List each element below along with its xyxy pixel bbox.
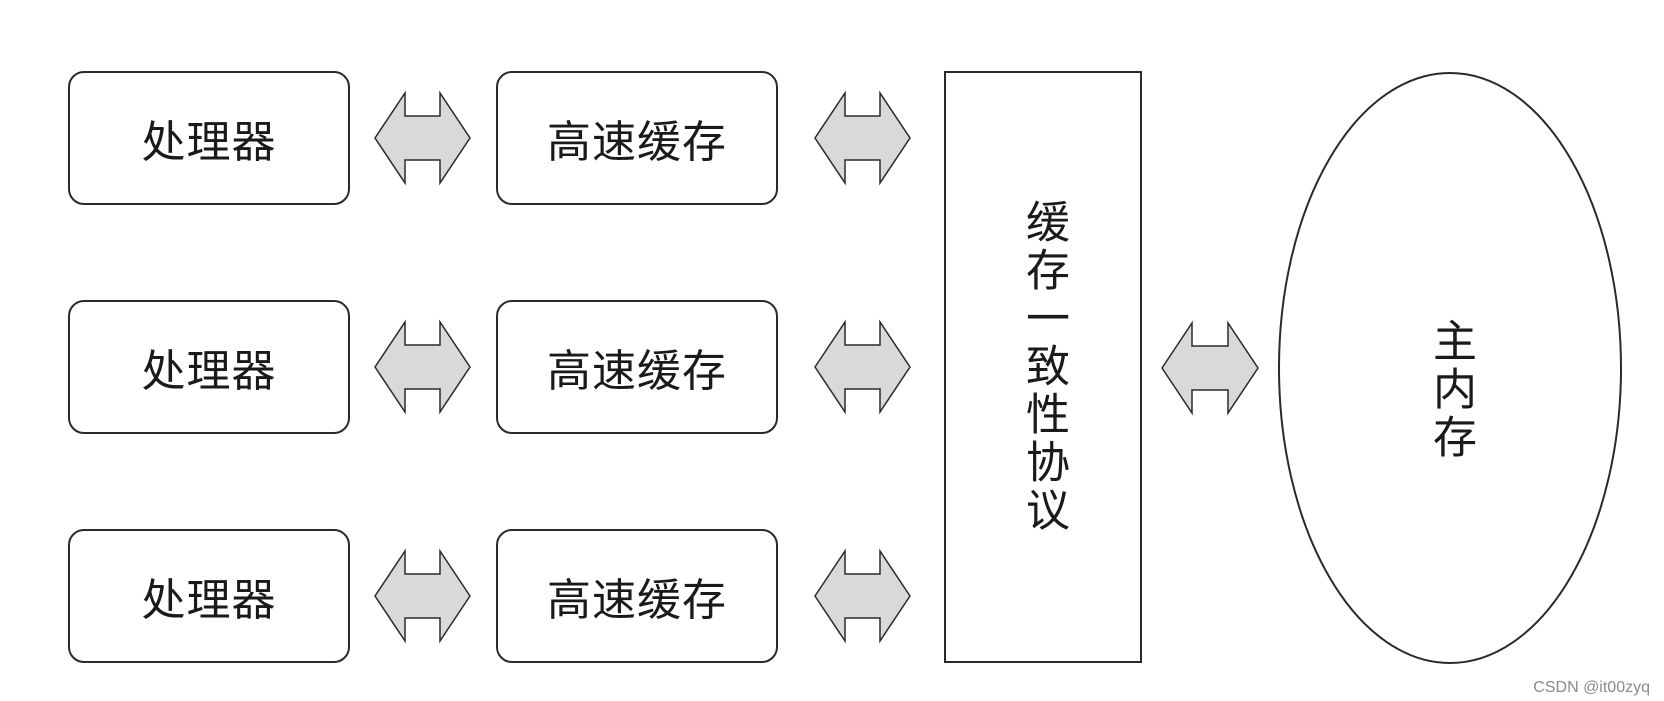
processor-box: 处理器	[68, 71, 350, 205]
cache-box: 高速缓存	[496, 300, 778, 434]
cache-protocol-arrow	[814, 548, 911, 644]
cache-protocol-arrow	[814, 319, 911, 415]
protocol-memory-arrow	[1161, 320, 1259, 416]
cache-label: 高速缓存	[547, 346, 727, 397]
processor-label: 处理器	[141, 346, 277, 397]
processor-cache-arrow	[374, 90, 471, 186]
coherence-protocol-label: 缓存一致性协议	[1018, 199, 1069, 535]
processor-label: 处理器	[141, 117, 277, 168]
cache-box: 高速缓存	[496, 529, 778, 663]
watermark: CSDN @it00zyq	[1533, 679, 1650, 696]
processor-box: 处理器	[68, 529, 350, 663]
main-memory: 主内存	[1390, 300, 1510, 480]
processor-label: 处理器	[141, 575, 277, 626]
processor-box: 处理器	[68, 300, 350, 434]
cache-label: 高速缓存	[547, 575, 727, 626]
main-memory-label: 主内存	[1425, 318, 1476, 462]
coherence-protocol-box: 缓存一致性协议	[944, 71, 1142, 663]
cache-label: 高速缓存	[547, 117, 727, 168]
processor-cache-arrow	[374, 319, 471, 415]
processor-cache-arrow	[374, 548, 471, 644]
main-memory-ellipse	[1278, 72, 1622, 664]
cache-protocol-arrow	[814, 90, 911, 186]
cache-box: 高速缓存	[496, 71, 778, 205]
